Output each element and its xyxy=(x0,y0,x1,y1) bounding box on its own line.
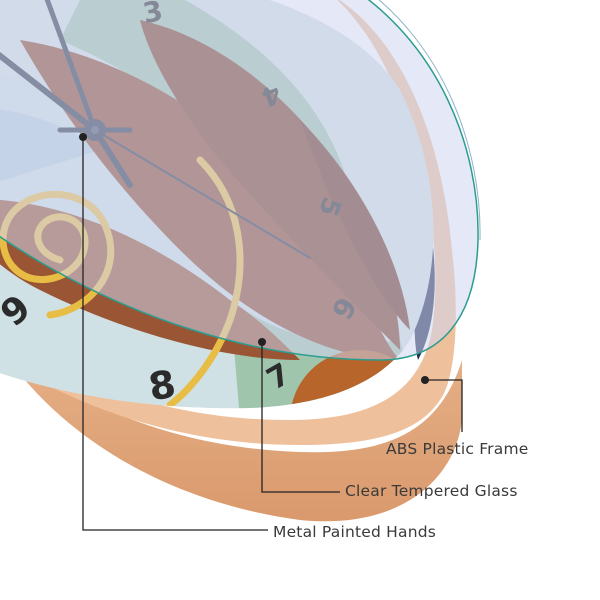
callout-dot-frame xyxy=(421,376,429,384)
callout-dot-glass xyxy=(258,338,266,346)
callout-label-glass: Clear Tempered Glass xyxy=(345,482,518,500)
frame-side xyxy=(0,339,462,522)
callout-label-frame: ABS Plastic Frame xyxy=(386,440,529,458)
glass-lens xyxy=(0,0,479,361)
callout-lines xyxy=(82,137,463,531)
callout-label-hands: Metal Painted Hands xyxy=(273,523,437,541)
frame-rim xyxy=(0,0,456,445)
callout-dot-hands xyxy=(79,133,87,141)
